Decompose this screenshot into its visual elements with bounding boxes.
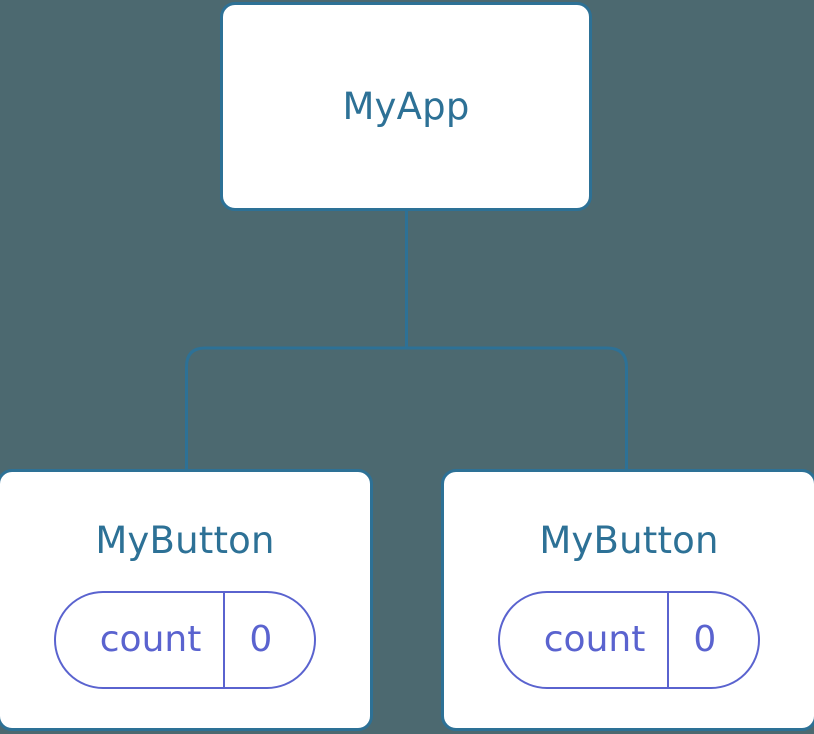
node-child-label: MyButton	[95, 519, 275, 562]
edge-branch-right	[406, 346, 628, 471]
state-pill-divider	[667, 593, 670, 687]
state-pill-count[interactable]: count 0	[53, 591, 317, 689]
node-child-label: MyButton	[539, 519, 719, 562]
edge-branch-left	[185, 346, 407, 471]
node-child-mybutton-1[interactable]: MyButton count 0	[0, 469, 373, 731]
node-root-label: MyApp	[342, 85, 470, 128]
node-child-mybutton-2[interactable]: MyButton count 0	[441, 469, 814, 731]
node-root-myapp[interactable]: MyApp	[220, 2, 592, 211]
state-key: count	[99, 619, 202, 660]
state-key: count	[543, 619, 646, 660]
state-value: 0	[249, 619, 273, 660]
state-pill-count[interactable]: count 0	[497, 591, 761, 689]
state-pill-divider	[223, 593, 226, 687]
state-value: 0	[693, 619, 717, 660]
